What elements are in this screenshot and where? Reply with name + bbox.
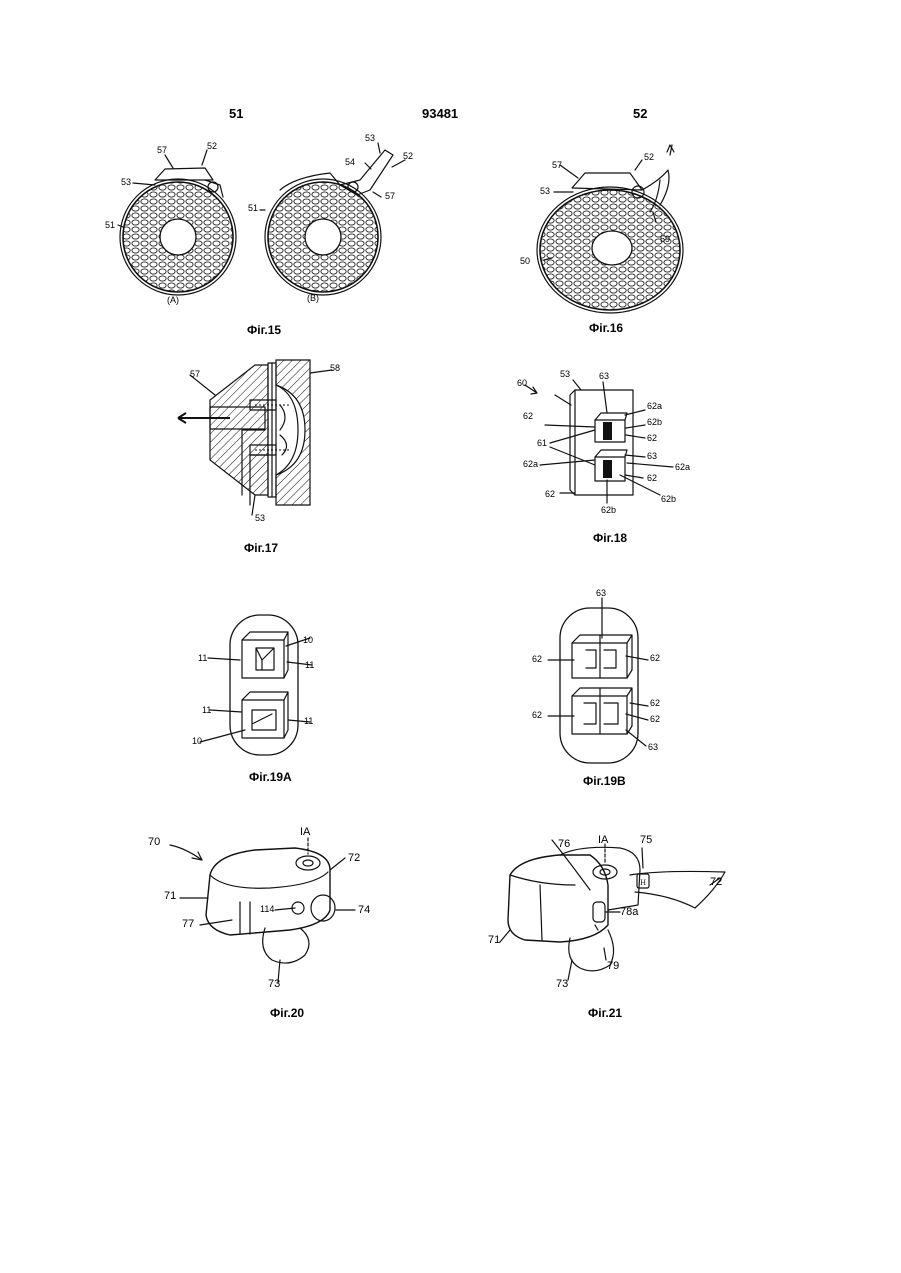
label-51: 51 xyxy=(248,203,258,213)
figure-15-labels: 57 52 53 51 (A) 53 54 52 57 51 (B) xyxy=(95,135,400,320)
label-63: 63 xyxy=(599,371,609,381)
label-53: 53 xyxy=(365,133,375,143)
label-63: 63 xyxy=(647,451,657,461)
label-62: 62 xyxy=(650,698,660,708)
label-62: 62 xyxy=(647,433,657,443)
figure-16-caption: Фіг.16 xyxy=(589,321,623,335)
figure-19a-caption: Фіг.19A xyxy=(249,770,292,784)
label-62: 62 xyxy=(647,473,657,483)
label-54: 54 xyxy=(345,157,355,167)
figure-19b-labels: 63 62 62 62 62 62 63 xyxy=(530,588,675,768)
label-10: 10 xyxy=(303,635,313,645)
label-71: 71 xyxy=(164,890,176,902)
label-53: 53 xyxy=(121,177,131,187)
label-73: 73 xyxy=(556,978,568,990)
page-number-left: 51 xyxy=(229,106,243,121)
label-62a: 62a xyxy=(523,459,538,469)
label-63: 63 xyxy=(596,588,606,598)
label-74: 74 xyxy=(358,904,370,916)
label-62b: 62b xyxy=(647,417,662,427)
label-62: 62 xyxy=(532,654,542,664)
label-72: 72 xyxy=(348,852,360,864)
label-53: 53 xyxy=(255,513,265,523)
figure-20-labels: 70 IA 72 71 114 74 77 73 xyxy=(140,830,390,995)
label-62a: 62a xyxy=(675,462,690,472)
label-62b: 62b xyxy=(661,494,676,504)
patent-number: 93481 xyxy=(422,106,458,121)
label-51: 51 xyxy=(105,220,115,230)
label-57: 57 xyxy=(385,191,395,201)
figure-21-labels: 76 IA 75 72 78a 71 79 73 xyxy=(480,830,735,995)
label-ia: IA xyxy=(300,826,310,838)
figure-17-labels: 57 58 53 xyxy=(170,355,370,525)
label-62: 62 xyxy=(545,489,555,499)
label-59: 59 xyxy=(660,234,670,244)
label-76: 76 xyxy=(558,838,570,850)
label-11: 11 xyxy=(198,653,207,663)
label-62: 62 xyxy=(532,710,542,720)
label-10: 10 xyxy=(192,736,202,746)
label-62a: 62a xyxy=(647,401,662,411)
label-57: 57 xyxy=(190,369,200,379)
label-58: 58 xyxy=(330,363,340,373)
label-ia: IA xyxy=(598,834,608,846)
label-11: 11 xyxy=(304,716,313,726)
label-52: 52 xyxy=(207,141,217,151)
label-b: (B) xyxy=(307,293,319,303)
label-50: 50 xyxy=(520,256,530,266)
page-number-right: 52 xyxy=(633,106,647,121)
label-79: 79 xyxy=(607,960,619,972)
label-52: 52 xyxy=(644,152,654,162)
label-70: 70 xyxy=(148,836,160,848)
label-75: 75 xyxy=(640,834,652,846)
figure-19b-caption: Фіг.19B xyxy=(583,774,626,788)
figure-21-caption: Фіг.21 xyxy=(588,1006,622,1020)
label-62: 62 xyxy=(650,653,660,663)
label-11: 11 xyxy=(305,660,314,670)
label-60: 60 xyxy=(517,378,527,388)
label-114: 114 xyxy=(260,904,274,914)
label-72: 72 xyxy=(710,876,722,888)
figure-18-caption: Фіг.18 xyxy=(593,531,627,545)
label-11: 11 xyxy=(202,705,211,715)
figure-19a-labels: 11 10 11 11 11 10 xyxy=(190,610,330,760)
figure-15-caption: Фіг.15 xyxy=(247,323,281,337)
label-57: 57 xyxy=(552,160,562,170)
label-78a: 78a xyxy=(620,906,638,918)
label-52: 52 xyxy=(403,151,413,161)
figure-16-labels: 57 52 53 59 50 xyxy=(510,140,710,315)
label-62: 62 xyxy=(650,714,660,724)
label-73: 73 xyxy=(268,978,280,990)
label-57: 57 xyxy=(157,145,167,155)
label-71: 71 xyxy=(488,934,500,946)
label-61: 61 xyxy=(537,438,547,448)
figure-20-caption: Фіг.20 xyxy=(270,1006,304,1020)
label-62: 62 xyxy=(523,411,533,421)
label-a: (A) xyxy=(167,295,179,305)
label-62b: 62b xyxy=(601,505,616,515)
label-53: 53 xyxy=(540,186,550,196)
label-53: 53 xyxy=(560,369,570,379)
figure-17-caption: Фіг.17 xyxy=(244,541,278,555)
figure-18-labels: 60 53 63 62a 62 62b 61 62 62a 63 62a 62 … xyxy=(515,365,695,520)
label-63: 63 xyxy=(648,742,658,752)
label-77: 77 xyxy=(182,918,194,930)
